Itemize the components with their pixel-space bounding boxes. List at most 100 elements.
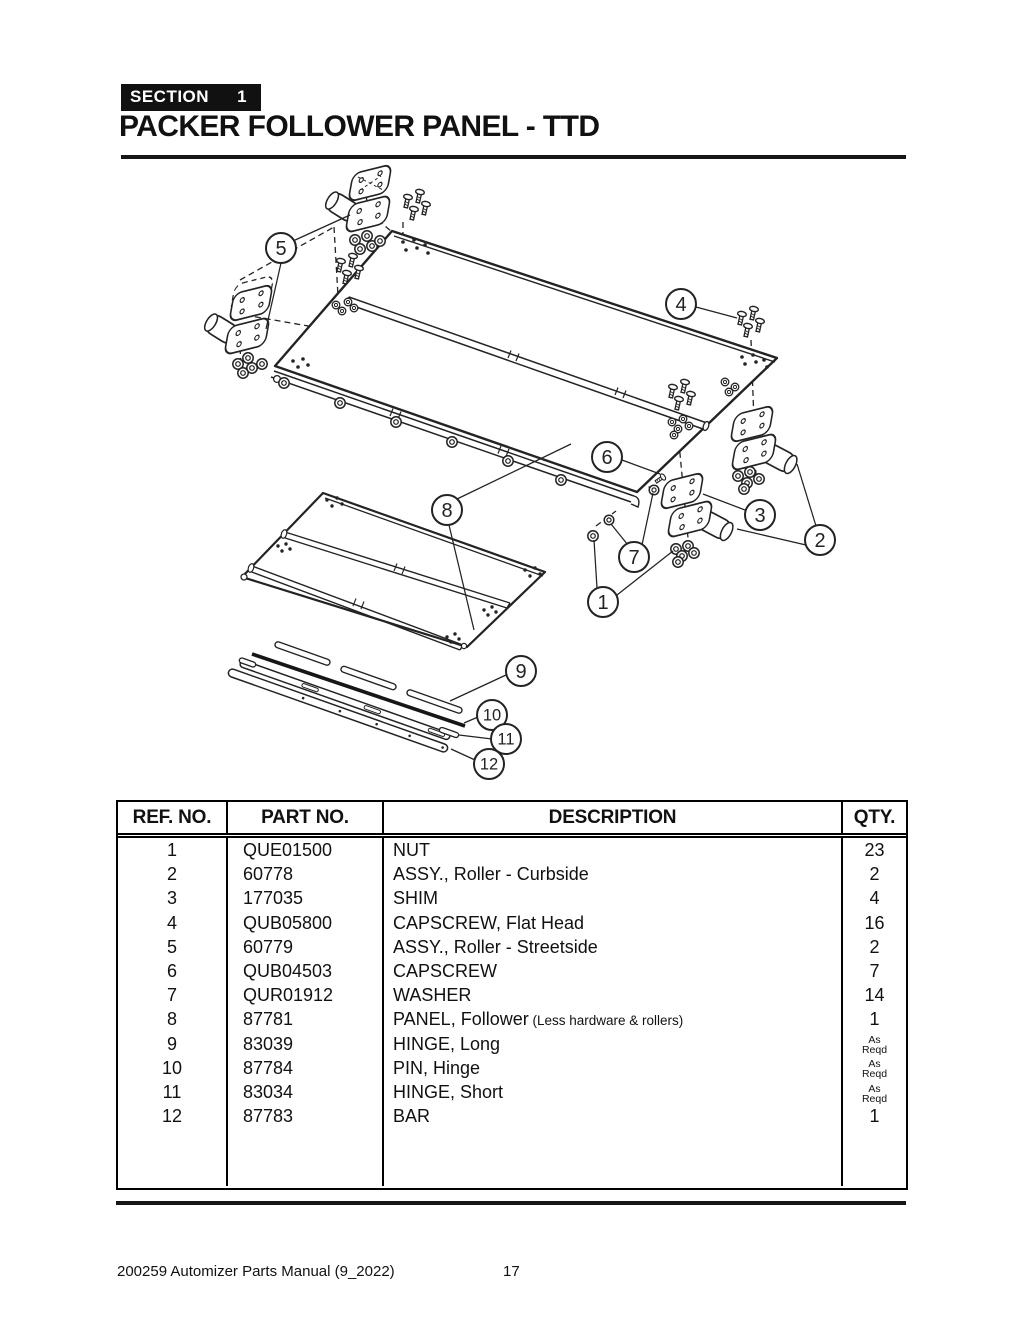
- callout-leader-line: [641, 492, 654, 546]
- section-number: 1: [237, 87, 248, 106]
- panel-hole-cluster: [291, 238, 769, 369]
- callout-12: 12: [473, 748, 505, 780]
- callout-9: 9: [505, 655, 537, 687]
- svg-text:7: 7: [628, 547, 639, 569]
- svg-text:9: 9: [515, 661, 526, 683]
- description-cell: PIN, Hinge: [384, 1055, 843, 1080]
- ref-no-cell: 5: [118, 934, 228, 959]
- description-cell: BAR: [384, 1104, 843, 1129]
- section-label: SECTION: [130, 87, 210, 106]
- ref-no-cell: 3: [118, 886, 228, 911]
- callout-1: 1: [587, 586, 619, 618]
- ref-no-cell: 7: [118, 983, 228, 1008]
- washer: [648, 484, 660, 496]
- qty-cell: 7: [869, 960, 880, 981]
- callout-8: 8: [431, 494, 463, 526]
- ref-no-cell: 12: [118, 1104, 228, 1129]
- svg-text:12: 12: [480, 756, 498, 774]
- hinge-short: [438, 726, 460, 739]
- shim-plate: [228, 283, 274, 323]
- part-no-cell: 83039: [228, 1031, 384, 1056]
- svg-text:3: 3: [754, 505, 765, 527]
- callout-leader-line: [449, 674, 507, 702]
- bar: [227, 668, 449, 753]
- ref-no-cell: 4: [118, 910, 228, 935]
- callout-3: 3: [744, 499, 776, 531]
- description-cell: WASHER: [384, 983, 843, 1008]
- part-no-cell: 60778: [228, 862, 384, 887]
- panel-hole-cluster: [276, 496, 542, 644]
- part-no-cell: QUB04503: [228, 958, 384, 984]
- part-no-cell: 87781: [228, 1007, 384, 1032]
- callout-leader-line: [621, 459, 661, 475]
- ref-no-cell: 6: [118, 958, 228, 984]
- description-cell: ASSY., Roller - Streetside: [384, 934, 843, 959]
- description-cell: HINGE, Short: [384, 1079, 843, 1105]
- column-header: DESCRIPTION: [384, 802, 843, 833]
- filler-cell: [384, 1128, 843, 1186]
- callout-leader-line: [265, 262, 282, 330]
- callout-leader-line: [292, 214, 351, 242]
- follower-panel-top: [270, 229, 779, 508]
- callout-leader-line: [610, 523, 629, 546]
- svg-text:1: 1: [597, 592, 608, 614]
- qty-cell: 1: [869, 1106, 880, 1127]
- qty-cell: 2: [869, 936, 880, 957]
- description-cell: SHIM: [384, 886, 843, 911]
- callout-leader-line: [463, 716, 479, 724]
- hinge-parts: [227, 641, 466, 753]
- part-no-cell: 177035: [228, 886, 384, 911]
- qty-cell: 16: [864, 912, 885, 933]
- callout-leader-line: [616, 550, 674, 596]
- ref-no-cell: 8: [118, 1007, 228, 1032]
- part-no-cell: 87783: [228, 1104, 384, 1129]
- description-note: (Less hardware & rollers): [528, 1013, 684, 1029]
- callout-leader-line: [448, 524, 475, 631]
- callout-leader-line: [736, 528, 807, 546]
- column-header: QTY.: [853, 807, 896, 828]
- callout-11: 11: [490, 723, 522, 755]
- callout-leader-line: [702, 493, 746, 511]
- ref-no-cell: 2: [118, 862, 228, 887]
- callout-4: 4: [665, 288, 697, 320]
- ref-no-cell: 1: [118, 838, 228, 863]
- description-cell: CAPSCREW, Flat Head: [384, 910, 843, 935]
- ref-no-cell: 10: [118, 1055, 228, 1080]
- svg-text:6: 6: [601, 447, 612, 469]
- description-cell: CAPSCREW: [384, 958, 843, 984]
- footer-manual-info: 200259 Automizer Parts Manual (9_2022): [117, 1263, 395, 1280]
- svg-text:2: 2: [814, 530, 825, 552]
- callout-6: 6: [591, 441, 623, 473]
- callout-leader-line: [695, 306, 738, 319]
- qty-cell: 2: [869, 864, 880, 885]
- svg-text:10: 10: [483, 707, 501, 725]
- callout-7: 7: [618, 541, 650, 573]
- follower-panel-bottom: [240, 491, 547, 651]
- qty-cell: 1: [869, 1009, 880, 1030]
- part-no-cell: 87784: [228, 1055, 384, 1080]
- part-no-cell: QUE01500: [228, 838, 384, 863]
- description-cell: HINGE, Long: [384, 1031, 843, 1056]
- filler-cell: [118, 1128, 228, 1186]
- svg-text:8: 8: [441, 500, 452, 522]
- callout-2: 2: [804, 524, 836, 556]
- callout-leader-line: [458, 734, 493, 740]
- part-no-cell: 60779: [228, 934, 384, 959]
- section-tag: SECTION 1: [121, 84, 262, 111]
- filler-cell: [843, 1128, 906, 1186]
- hinge-slotted-strip: [239, 659, 451, 741]
- callout-leader-line: [450, 748, 476, 761]
- callout-10: 10: [476, 699, 508, 731]
- hinge-end-piece: [238, 657, 257, 668]
- description-cell: NUT: [384, 838, 843, 863]
- description-cell: ASSY., Roller - Curbside: [384, 862, 843, 887]
- part-no-cell: QUB05800: [228, 910, 384, 935]
